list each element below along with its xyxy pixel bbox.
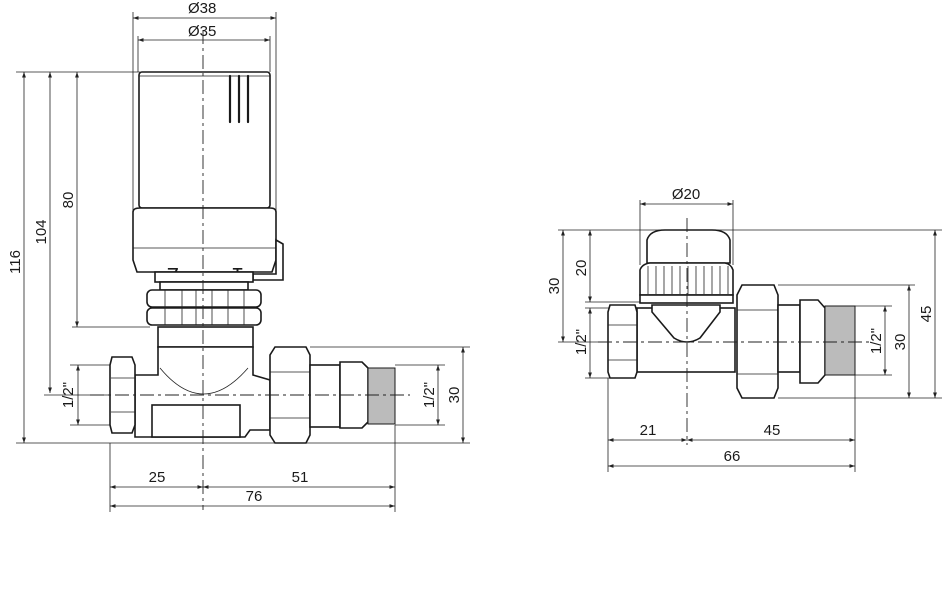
dim-height-to-axis: 104 xyxy=(33,219,50,244)
dim-inlet-to-axis: 25 xyxy=(149,469,166,486)
dim-side-total-height: 45 xyxy=(918,306,935,323)
dim-inlet-thread: 1/2" xyxy=(60,382,77,408)
dim-outlet-thread: 1/2" xyxy=(421,382,438,408)
dim-cap-diameter: Ø20 xyxy=(672,186,700,203)
side-outlet-connector xyxy=(777,304,801,373)
side-inlet-nut xyxy=(607,304,638,379)
indicator-lines-icon xyxy=(228,74,250,124)
knurl-lines xyxy=(647,266,729,294)
dim-head-height: 80 xyxy=(60,192,77,209)
dim-total-height: 116 xyxy=(7,250,24,274)
dim-side-total-length: 66 xyxy=(724,448,741,465)
protective-cap xyxy=(646,229,731,264)
dim-cap-height: 20 xyxy=(573,260,590,277)
dim-total-length: 76 xyxy=(246,488,263,505)
knurled-ring xyxy=(639,262,734,296)
side-outlet-thread xyxy=(824,305,856,376)
body-flat xyxy=(151,404,241,438)
side-outlet-nut xyxy=(736,284,779,399)
head-pins xyxy=(159,281,249,291)
front-view: 2 1 Ø38 Ø35 xyxy=(7,0,470,512)
dim-side-inlet-to-axis: 21 xyxy=(640,422,657,439)
dim-head-outer-diameter: Ø38 xyxy=(188,0,216,17)
dim-side-outlet-thread: 1/2" xyxy=(868,328,885,354)
dial-ring xyxy=(132,207,277,273)
cap-base xyxy=(639,294,734,304)
outlet-thread xyxy=(367,367,396,425)
outlet-connector xyxy=(309,364,341,428)
head-base xyxy=(154,271,254,283)
dim-cap-to-axis: 30 xyxy=(546,278,563,295)
side-outlet-collar xyxy=(799,299,826,384)
dim-body-height: 30 xyxy=(446,387,463,404)
dim-head-inner-diameter: Ø35 xyxy=(188,23,216,40)
dim-side-axis-to-outlet: 45 xyxy=(764,422,781,439)
valve-neck xyxy=(157,326,254,348)
dim-axis-to-outlet: 51 xyxy=(292,469,309,486)
dim-nut-height: 30 xyxy=(892,334,909,351)
dim-side-inlet-thread: 1/2" xyxy=(573,329,590,355)
side-body-cone xyxy=(651,304,721,343)
union-nut xyxy=(146,289,262,326)
thermostatic-head-cap xyxy=(138,71,271,209)
side-view: Ø20 30 20 1/2" 45 30 1/2" 21 45 66 xyxy=(546,186,942,472)
